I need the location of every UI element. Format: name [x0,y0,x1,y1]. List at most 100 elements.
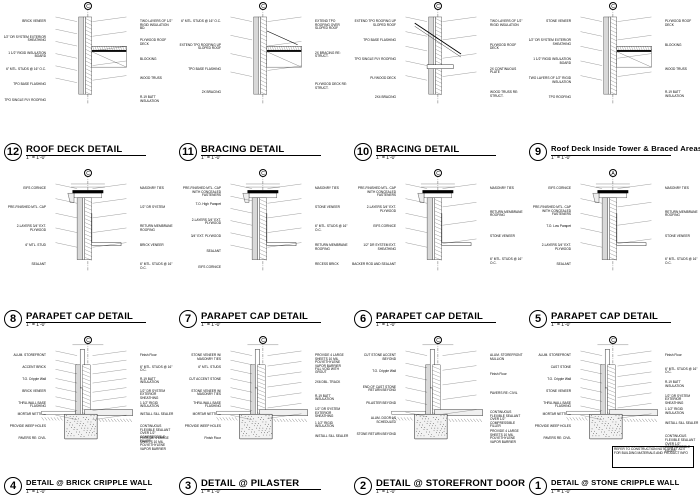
callout-label: SEALANT [206,249,221,254]
callout-label: T.O. Cripple Wall [22,376,46,381]
callout-label: FILL VOID WITH GROUT [315,366,339,375]
detail-title: PARAPET CAP DETAIL [551,311,659,322]
callout-label: T.O. Low Parapet [546,224,571,228]
grid-bubble: C [84,2,92,10]
callout-label: BLOCKING [665,42,682,47]
callout-label: PROVIDE 4 LARGE SHEETS 10 MIL POLYETHYLE… [315,353,344,368]
callout-label: TPO BASE FLASHING [13,82,46,87]
grid-bubble: C [259,169,267,177]
callout-label: ACCENT BRICK [22,364,46,369]
callout-label: SEALANT [556,262,571,266]
callout-label: PRE-FINISHED MTL. CAP WITH CONCEALED FAS… [357,186,396,198]
detail-number: 9 [529,143,547,161]
detail-scale: 1" = 1'-0" [201,322,222,328]
title-underline [201,154,321,156]
detail-title: DETAIL @ PILASTER [201,478,300,489]
callout-label: EXTEND TPO ROOFING OVER SLOPED ROOF [315,19,340,31]
callout-label: STONE VENEER [546,388,571,393]
callout-label: BRICK VENEER [140,243,164,247]
detail-title: BRACING DETAIL [376,144,460,155]
callout-label: T.O. High Parapet [195,201,221,206]
callout-label: 6" MTL. STUDS @ 16" O.C. [140,262,173,270]
callout-label: TPO BASE FLASHING [363,38,396,42]
detail-scale: 1" = 1'-0" [26,155,47,161]
callout-label: INSTALL SILL SEALER [140,412,174,417]
detail-scale: 1" = 1'-0" [376,489,397,495]
callout-label: THRU-WALL BASE FLASHING [193,400,221,409]
callout-label: MASONRY TIES [490,186,514,190]
grid-bubble: A [609,169,617,177]
grid-bubble: C [259,2,267,10]
callout-label: TPO BASE FLASHING [188,66,221,71]
callout-label: CONTINUOUS FLEXIBLE SEALANT OVER 1/2" CO… [665,434,696,453]
callout-label: PROVIDE WEEP HOLES [184,424,221,429]
callout-label: PROVIDE WEEP HOLES [534,424,571,429]
detail-title: PARAPET CAP DETAIL [201,311,309,322]
detail-drawing [405,7,477,105]
title-underline [201,321,321,323]
detail-scale: 1" = 1'-0" [201,155,222,161]
callout-label: 1 1/2" RIGID INSULATION [315,420,334,429]
callout-label: PRE-FINISHED MTL. CAP [7,205,46,209]
title-underline [376,321,496,323]
callout-label: PLYWOOD DECK [370,76,396,80]
detail-number: 10 [354,143,372,161]
callout-label: T.O. Cripple Wall [372,368,396,373]
detail-12: BRICK VENEER 1/2" DR SYSTEM EXTERIOR SHEA… [0,0,175,165]
grid-bubble: C [259,336,267,344]
detail-title: Roof Deck Inside Tower & Braced Areas [551,144,700,153]
callout-label: 6" MTL. STUDS @ 16" O.C. [665,366,698,375]
detail-drawing [230,7,302,105]
callout-label: R-19 BATT INSULATION [665,90,684,98]
callout-label: WOOD TRUSS RE: STRUCT. [490,90,519,98]
detail-scale: 1" = 1'-0" [201,489,222,495]
callout-label: CAST STONE [550,364,571,369]
detail-6: PRE-FINISHED MTL. CAP WITH CONCEALED FAS… [350,167,525,332]
callout-label: Finish Floor [665,353,682,357]
callout-label: THRU-WALL BASE FLASHING [18,400,46,409]
callout-label: 6" MTL. STUDS @ 16" O.C. [140,364,173,373]
callout-label: ALUM. STOREFRONT [538,353,571,357]
callout-label: R-19 BATT INSULATION [315,393,334,402]
callout-label: 2X CONTINUOUS PLATE [490,66,517,75]
callout-label: EIFS CORNICE [198,265,221,270]
detail-drawing [41,341,133,440]
title-underline [551,154,671,156]
callout-label: 1/2" DR SYSTEM [140,205,166,209]
detail-drawing [391,341,483,440]
callout-label: ALUM. STOREFRONT MULLION [490,353,523,361]
detail-scale: 1" = 1'-0" [26,322,47,328]
detail-scale: 1" = 1'-0" [376,155,397,161]
title-underline [26,321,146,323]
callout-label: EIFS CORNICE [373,224,396,228]
detail-title: DETAIL @ BRICK CRIPPLE WALL [26,478,153,487]
title-underline [376,154,496,156]
callout-label: 2-LAYERS 3/4" EXT. PLYWOOD [541,243,571,251]
callout-label: R-19 BATT INSULATION [140,376,159,385]
callout-label: 2X6 DBL. TRACK [315,380,341,385]
callout-label: EIFS CORNICE [23,186,46,190]
callout-label: RETURN MEMBRANE ROOFING [665,209,698,218]
detail-number: 12 [4,143,22,161]
callout-label: 1/2" DR SYSTEM EXTERIOR SHEATHING [3,34,46,43]
callout-label: BRICK VENEER [22,19,46,23]
callout-label: STONE VENEER W/ MASONRY TIES [191,388,221,397]
callout-label: MASONRY TIES [140,186,164,190]
callout-label: STONE RETURN BEYOND [356,432,396,437]
callout-label: 6" MTL. STUDS @ 16" O.C. [315,224,348,232]
detail-title: DETAIL @ STOREFRONT DOOR [376,478,526,489]
callout-label: Finish Floor [204,436,221,441]
callout-label: BACKER ROD AND SEALANT [352,262,396,266]
callout-label: 2X BRACING RE: STRUCT. [315,50,341,59]
detail-scale: 1" = 1'-0" [551,155,572,161]
callout-label: BRICK VENEER [22,388,46,393]
callout-label: MORTAR NETTING [542,412,571,417]
callout-label: PAVERS RE: CIVIL [490,391,518,395]
detail-number: 2 [354,477,372,495]
title-underline [551,488,671,490]
